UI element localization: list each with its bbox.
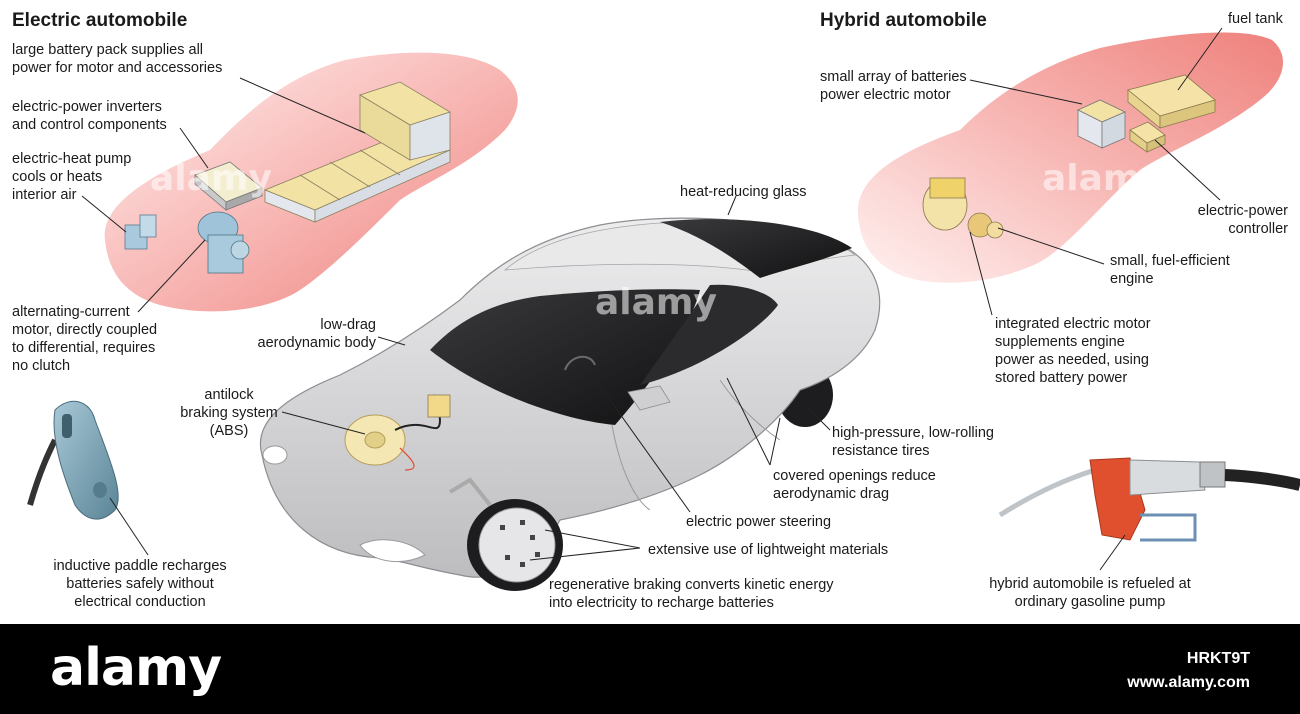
leader-lines xyxy=(81,27,1223,571)
watermark: alamy xyxy=(150,158,272,199)
main-car-graphic xyxy=(259,217,881,591)
alamy-logo: alamy xyxy=(50,638,222,698)
label-fuel-tank: fuel tank xyxy=(1228,11,1283,27)
fuel-tank-graphic xyxy=(1127,74,1216,129)
heading-electric: Electric automobile xyxy=(12,10,188,31)
footer-url: www.alamy.com xyxy=(1127,674,1250,691)
battery-pack-graphic xyxy=(263,81,452,223)
fuel-nozzle-graphic xyxy=(998,457,1300,542)
small-battery-graphic xyxy=(1077,99,1126,149)
ac-motor-graphic xyxy=(197,211,250,274)
watermark: alamy xyxy=(595,282,717,323)
watermark: alamy xyxy=(1042,158,1164,199)
illustration xyxy=(27,27,1300,591)
inverter-graphic xyxy=(194,161,263,211)
footer-bar: alamy HRKT9T www.alamy.com xyxy=(0,624,1300,714)
hybrid-engine-graphic xyxy=(922,177,1004,239)
label-regen: regenerative braking converts kinetic en… xyxy=(549,577,834,611)
label-lightweight: extensive use of lightweight materials xyxy=(648,542,889,558)
controller-graphic xyxy=(1129,121,1166,153)
inductive-paddle-graphic xyxy=(27,400,119,520)
image-id: HRKT9T xyxy=(1186,650,1250,667)
label-glass: heat-reducing glass xyxy=(680,184,807,200)
heat-pump-graphic xyxy=(124,214,157,250)
diagram-stage: alamy alamy alamy Electric automobile Hy… xyxy=(12,10,1300,611)
label-steering: electric power steering xyxy=(686,514,832,530)
heading-hybrid: Hybrid automobile xyxy=(820,10,987,31)
